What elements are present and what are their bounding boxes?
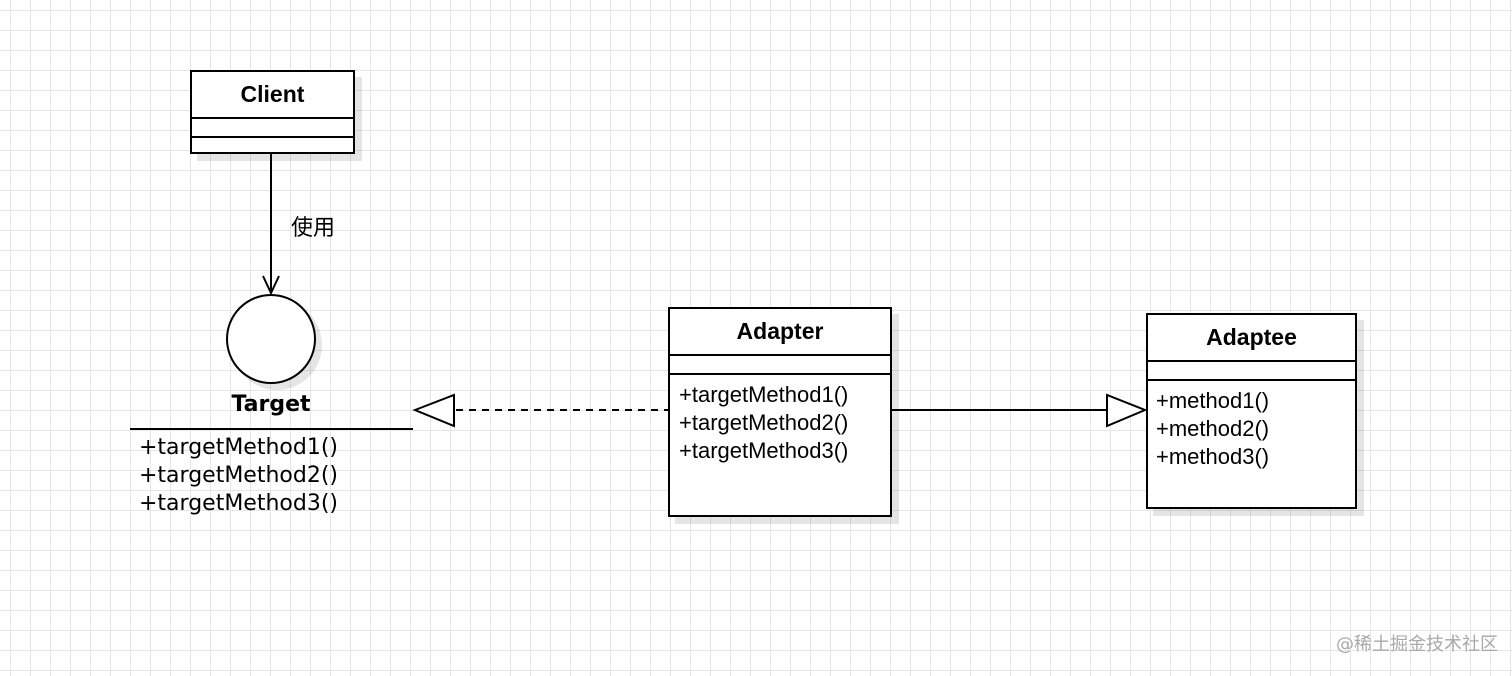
adapter-method: +targetMethod3()	[679, 438, 849, 463]
adaptee-method: +method3()	[1156, 444, 1270, 469]
adaptee-class-name: Adaptee	[1148, 315, 1355, 362]
adaptee-method: +method1()	[1156, 388, 1270, 413]
adaptee-method: +method2()	[1156, 416, 1270, 441]
adapter-class[interactable]: Adapter +targetMethod1() +targetMethod2(…	[668, 307, 892, 517]
client-methods	[192, 138, 353, 152]
watermark-text: @稀土掘金技术社区	[1336, 634, 1498, 655]
realization-arrowhead	[412, 393, 455, 428]
adapter-method: +targetMethod2()	[679, 410, 849, 435]
usage-label: 使用	[291, 216, 336, 241]
adapter-methods: +targetMethod1() +targetMethod2() +targe…	[670, 375, 890, 465]
client-attributes	[192, 119, 353, 138]
adaptee-class[interactable]: Adaptee +method1() +method2() +method3()	[1146, 313, 1357, 509]
target-interface-circle[interactable]	[226, 294, 316, 384]
adaptee-attributes	[1148, 362, 1355, 381]
adapter-attributes	[670, 356, 890, 375]
usage-arrow-head	[262, 275, 280, 296]
target-method: +targetMethod2()	[139, 463, 338, 488]
target-methods: +targetMethod1() +targetMethod2() +targe…	[139, 434, 338, 518]
client-class-name: Client	[192, 72, 353, 119]
target-method: +targetMethod3()	[139, 491, 338, 516]
adapter-method: +targetMethod1()	[679, 382, 849, 407]
adaptee-methods: +method1() +method2() +method3()	[1148, 381, 1355, 471]
association-arrowhead	[1106, 393, 1148, 428]
adapter-class-name: Adapter	[670, 309, 890, 356]
target-method: +targetMethod1()	[139, 435, 338, 460]
client-class[interactable]: Client	[190, 70, 355, 154]
target-interface-name: Target	[231, 392, 311, 417]
